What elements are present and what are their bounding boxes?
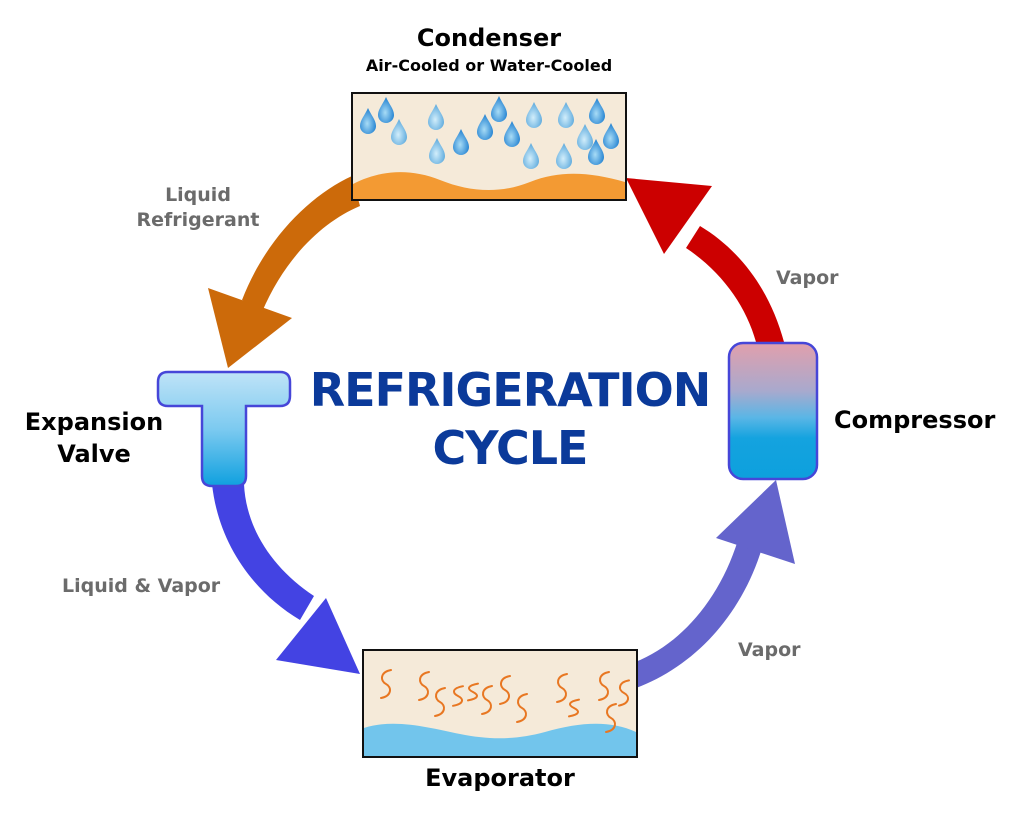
evaporator-label: Evaporator — [425, 764, 575, 792]
droplet-icon — [477, 114, 493, 140]
heat-squiggle-icon — [418, 671, 430, 701]
droplet-icon — [526, 102, 542, 128]
droplet-icon — [558, 102, 574, 128]
droplet-icon — [453, 129, 469, 155]
droplet-icon — [556, 143, 572, 169]
droplet-icon — [603, 123, 619, 149]
label-line: Valve — [57, 440, 131, 469]
flow-label-line: Refrigerant — [136, 208, 260, 231]
droplet-icon — [391, 119, 407, 145]
heat-squiggle-icon — [605, 703, 617, 733]
droplet-icon — [491, 96, 507, 122]
condenser-subtitle: Air-Cooled or Water-Cooled — [365, 56, 613, 75]
diagram-title: REFRIGERATION CYCLE — [300, 362, 720, 477]
heat-squiggle-icon — [568, 698, 580, 718]
condenser-label: Condenser — [416, 24, 562, 52]
heat-squiggle-icon — [598, 671, 610, 701]
droplet-icon — [523, 143, 539, 169]
droplet-icon — [360, 108, 376, 134]
compressor — [727, 341, 819, 481]
droplet-icon — [428, 104, 444, 130]
heat-squiggle-icon — [499, 675, 511, 705]
arrow-vapor-to-compressor — [630, 480, 795, 688]
arrow-liquid-refrigerant — [208, 176, 360, 368]
droplet-icon — [504, 121, 520, 147]
evaporator-wave — [364, 723, 636, 756]
heat-squiggle-icon — [467, 682, 479, 702]
condenser-wave — [353, 172, 625, 199]
flow-label-vapor-lower: Vapor — [738, 639, 801, 661]
evaporator-heat-squiggles — [380, 669, 630, 733]
flow-label-liquid-refrigerant: Liquid Refrigerant — [118, 183, 278, 232]
heat-squiggle-icon — [380, 669, 392, 699]
droplet-icon — [577, 124, 593, 150]
heat-squiggle-icon — [481, 685, 493, 715]
compressor-label: Compressor — [834, 406, 996, 434]
droplet-icon — [378, 97, 394, 123]
droplet-icon — [429, 138, 445, 164]
heat-squiggle-icon — [516, 693, 528, 723]
arrow-vapor-to-condenser — [626, 178, 784, 342]
droplet-icon — [589, 98, 605, 124]
heat-squiggle-icon — [434, 687, 446, 717]
label-line: Expansion — [24, 408, 164, 436]
expansion-valve-label: Expansion Valve — [18, 406, 170, 471]
heat-squiggle-icon — [556, 673, 568, 703]
droplet-icon — [588, 139, 604, 165]
arrow-liquid-vapor — [212, 484, 360, 674]
title-line-1: REFRIGERATION — [309, 363, 712, 417]
flow-label-line: Liquid — [165, 184, 231, 206]
flow-label-liquid-vapor: Liquid & Vapor — [62, 575, 221, 597]
condenser-droplets — [360, 96, 619, 169]
title-line-2: CYCLE — [432, 420, 589, 475]
expansion-valve — [156, 370, 292, 488]
heat-squiggle-icon — [452, 685, 464, 707]
condenser-unit — [351, 92, 627, 201]
evaporator-unit — [362, 649, 638, 758]
heat-squiggle-icon — [618, 679, 630, 707]
flow-label-vapor-upper: Vapor — [776, 267, 839, 289]
